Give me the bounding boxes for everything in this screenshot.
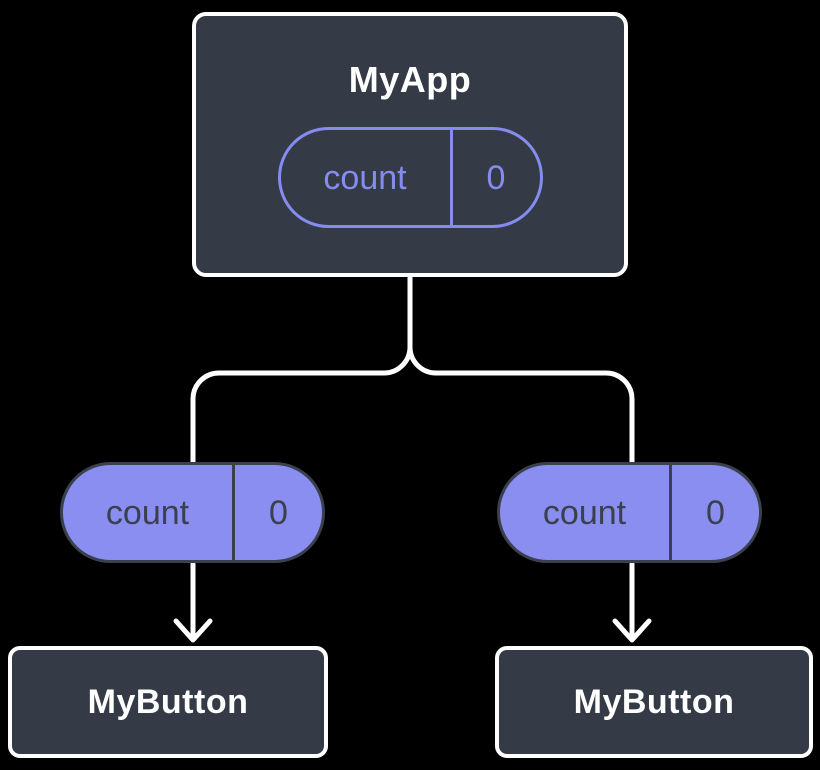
child-node-right: MyButton <box>495 646 813 758</box>
prop-key-label: count <box>500 465 672 560</box>
prop-key-label: count <box>63 465 235 560</box>
connector-branch-left <box>190 274 413 465</box>
state-key-label: count <box>281 130 453 226</box>
root-node: MyApp count 0 <box>192 12 628 277</box>
arrow-right-head <box>612 618 652 643</box>
prop-value-label: 0 <box>706 493 725 532</box>
root-node-title: MyApp <box>348 59 472 100</box>
child-node-title: MyButton <box>573 682 735 721</box>
prop-pill-right: count 0 <box>497 462 762 563</box>
arrow-left-head <box>173 618 213 643</box>
child-node-title: MyButton <box>87 682 249 721</box>
prop-pill-left: count 0 <box>60 462 325 563</box>
connector-branch-right <box>407 344 635 465</box>
child-node-left: MyButton <box>8 646 328 758</box>
root-state-pill: count 0 <box>277 127 543 229</box>
state-value-label: 0 <box>486 158 506 197</box>
prop-value-label: 0 <box>269 493 288 532</box>
